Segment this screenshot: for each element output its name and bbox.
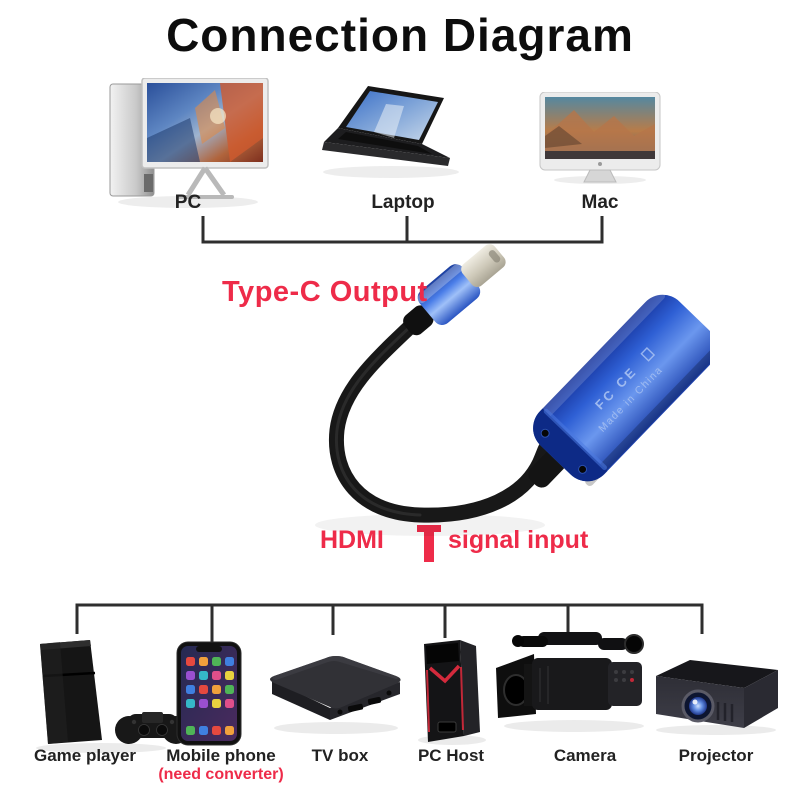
type-c-plug	[403, 244, 506, 336]
mac-label: Mac	[581, 192, 619, 213]
capture-box: FC CE Made in China	[528, 289, 710, 488]
laptop-label: Laptop	[371, 192, 435, 213]
projector-label: Projector	[646, 746, 786, 766]
tv-box-label: TV box	[270, 746, 410, 766]
usb-cable	[328, 317, 564, 523]
laptop-icon	[322, 86, 459, 178]
tv-box-label-text: TV box	[311, 746, 369, 765]
need-converter-note: (need converter)	[158, 765, 284, 783]
tv-box-icon	[270, 656, 401, 734]
page-title: Connection Diagram	[166, 9, 634, 61]
mac-icon	[539, 92, 661, 184]
mobile-phone-icon	[176, 641, 242, 746]
game-player-label-text: Game player	[33, 746, 137, 765]
projector-label-text: Projector	[678, 746, 754, 765]
camera-label-text: Camera	[553, 746, 617, 765]
pc-label: PC	[174, 192, 202, 213]
projector-icon	[656, 660, 778, 735]
type-c-output-label: Type-C Output	[222, 276, 428, 308]
hdmi-label: HDMI	[320, 526, 384, 554]
game-player-icon	[36, 640, 190, 753]
pc-host-label-text: PC Host	[417, 746, 485, 765]
pc-host-icon	[418, 640, 486, 745]
mobile-phone-label: Mobile phone (need converter)	[151, 746, 291, 784]
app-grid	[186, 657, 234, 735]
pc-icon	[109, 78, 269, 208]
pc-host-label: PC Host	[381, 746, 521, 766]
game-player-label: Game player	[15, 746, 155, 766]
mobile-phone-label-text: Mobile phone	[166, 746, 276, 765]
gamepad-icon	[115, 712, 190, 744]
camera-icon	[496, 632, 644, 732]
camera-label: Camera	[515, 746, 655, 766]
signal-input-label: signal input	[448, 526, 589, 554]
capture-card-adapter-icon: FC CE Made in China	[315, 244, 710, 536]
weee-bin-icon	[640, 347, 656, 362]
